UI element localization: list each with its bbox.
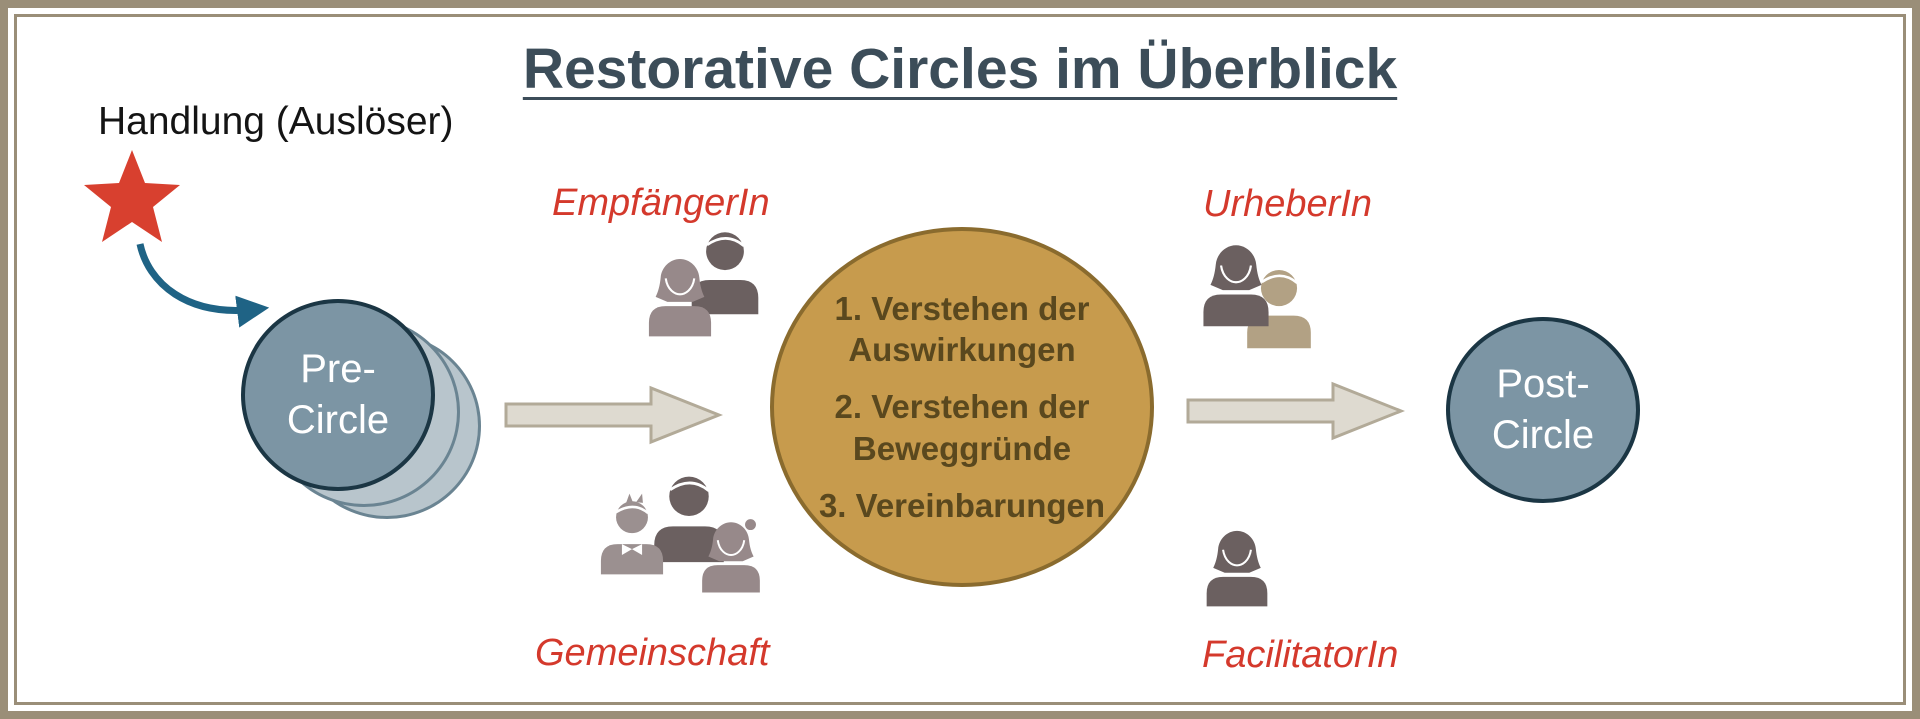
person-woman-dark-icon [1196,526,1278,608]
flow-arrow-left-icon [504,385,723,445]
center-circle-item-1: 1. Verstehen der Auswirkungen [834,289,1090,369]
center-circle: 1. Verstehen der Auswirkungen 2. Versteh… [770,227,1154,587]
person-girl-medium-icon [692,516,770,594]
role-label-gemeinschaft: Gemeinschaft [535,632,770,674]
person-woman-medium-icon [638,254,722,338]
post-circle: Post- Circle [1446,317,1640,503]
person-boy-light-icon [590,492,674,576]
page-title: Restorative Circles im Überblick [522,37,1398,101]
gemeinschaft-people-icon [590,470,770,612]
pre-circle-label: Pre- Circle [286,346,390,442]
facilitatorin-person-icon [1196,526,1278,622]
trigger-star-icon [84,150,180,242]
pre-circle: Pre- Circle [241,299,435,491]
center-circle-item-2: 2. Verstehen der Beweggründe [834,388,1090,467]
trigger-label: Handlung (Auslöser) [98,100,454,143]
person-woman-dark-icon [1192,240,1280,328]
post-circle-label: Post- Circle [1491,361,1595,457]
urheberin-people-icon [1192,240,1324,360]
flow-arrow-right-icon [1186,381,1405,441]
role-label-urheberin: UrheberIn [1203,183,1372,225]
curved-arrow-icon [136,243,270,328]
center-circle-item-3: 3. Vereinbarungen [818,486,1106,524]
role-label-facilitatorin: FacilitatorIn [1202,634,1399,676]
role-label-empfaengerin: EmpfängerIn [552,182,770,224]
empfaengerin-people-icon [638,226,770,346]
